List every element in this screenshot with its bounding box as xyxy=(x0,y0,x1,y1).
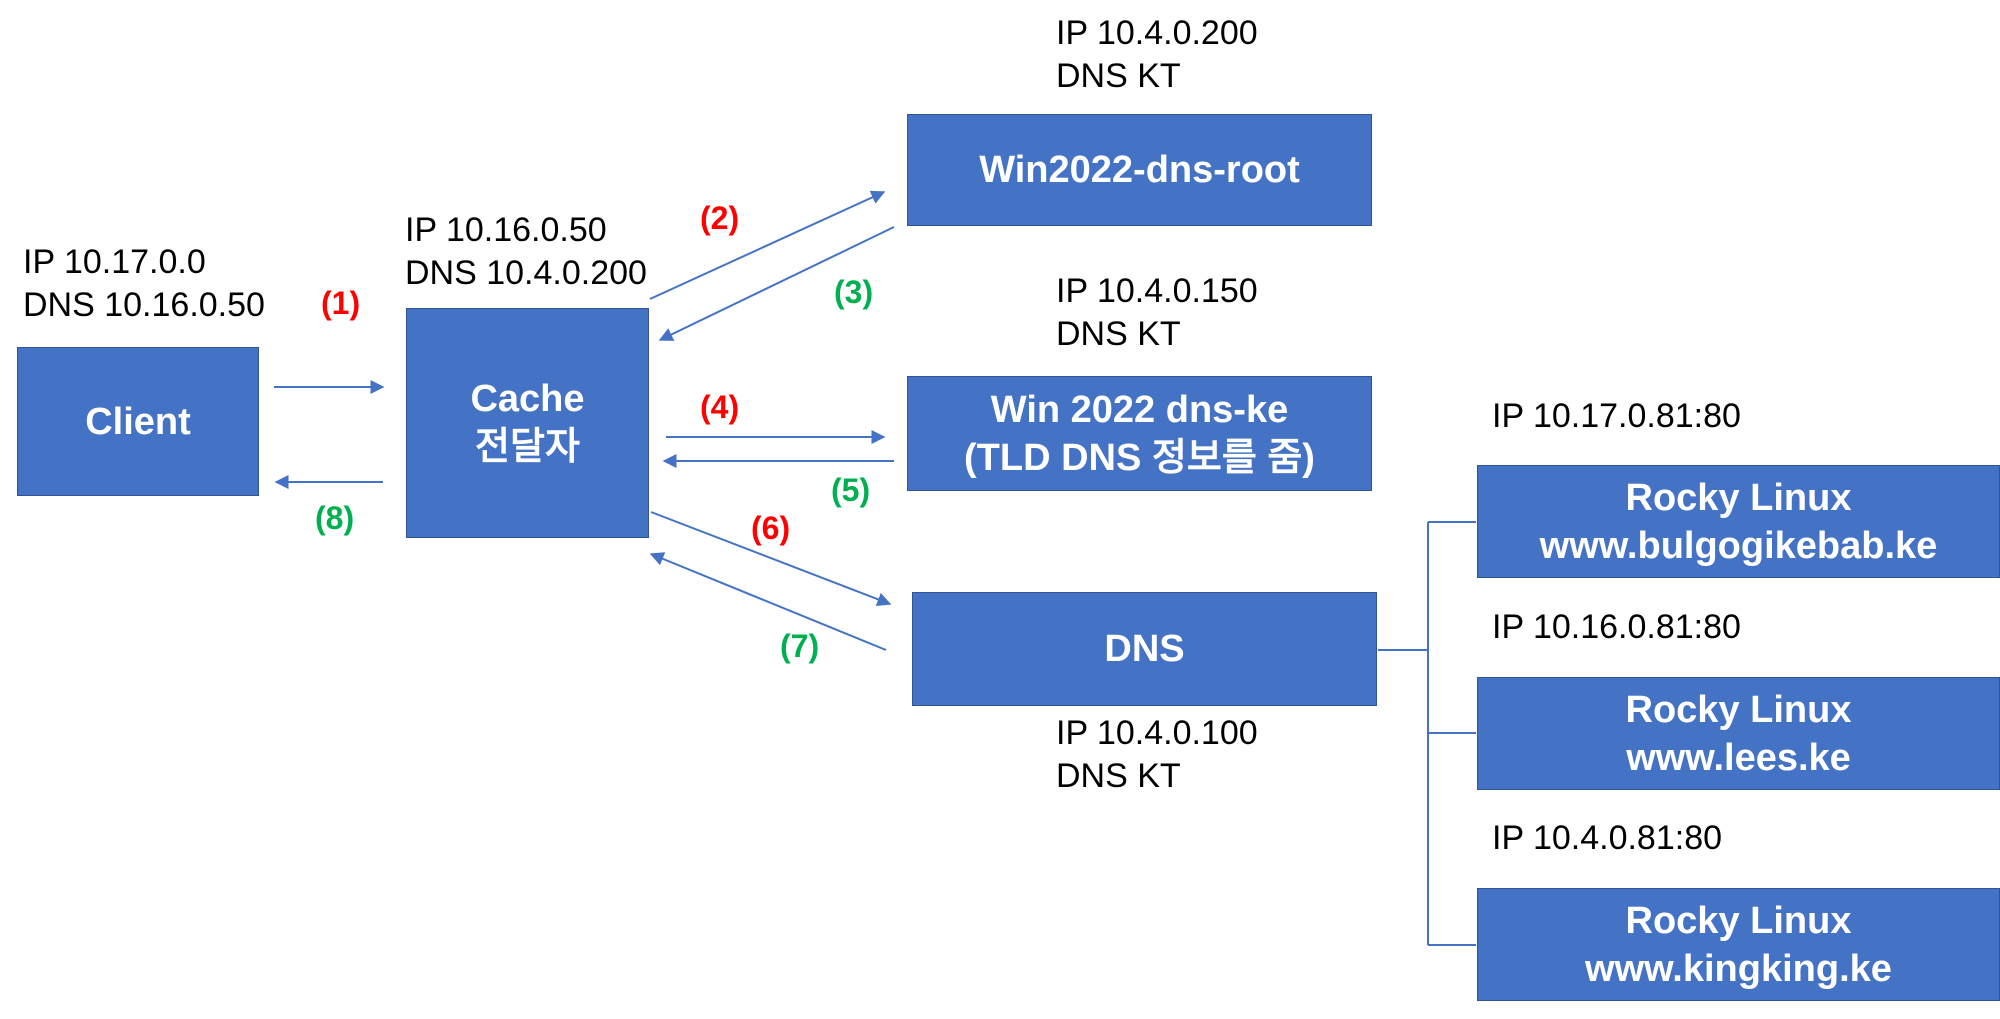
client-ip: IP 10.17.0.0 xyxy=(23,243,206,281)
server-3-name: Rocky Linux xyxy=(1625,899,1852,942)
step-7-label: (7) xyxy=(780,628,820,664)
cache-ip: IP 10.16.0.50 xyxy=(405,211,607,249)
authoritative-dns-box: DNS xyxy=(912,592,1377,706)
client-label: Client xyxy=(85,400,191,443)
root-ip: IP 10.4.0.200 xyxy=(1056,14,1258,52)
server-2-name: Rocky Linux xyxy=(1625,688,1852,731)
server-3-domain: www.kingking.ke xyxy=(1585,947,1892,990)
step-5-label: (5) xyxy=(831,472,871,508)
root-dns-label: Win2022-dns-root xyxy=(979,149,1300,191)
tld-dns-note: (TLD DNS 정보를 줌) xyxy=(964,436,1315,479)
cache-label: Cache xyxy=(470,378,585,420)
step-4-label: (4) xyxy=(700,389,740,425)
auth-ip: IP 10.4.0.100 xyxy=(1056,714,1258,752)
client-box: Client xyxy=(17,347,259,496)
arrow-2 xyxy=(649,190,886,300)
arrow-7 xyxy=(649,552,887,651)
tld-dns: DNS KT xyxy=(1056,315,1181,353)
auth-dns: DNS KT xyxy=(1056,757,1181,795)
server-2-domain: www.lees.ke xyxy=(1626,736,1851,779)
server-1-box: Rocky Linux www.bulgogikebab.ke xyxy=(1477,465,2000,578)
tld-ip: IP 10.4.0.150 xyxy=(1056,272,1258,310)
root-dns-box: Win2022-dns-root xyxy=(907,114,1372,226)
server-2-ip: IP 10.16.0.81:80 xyxy=(1492,608,1741,646)
cache-forwarder-label: 전달자 xyxy=(475,426,580,468)
arrow-6 xyxy=(650,511,892,607)
server-3-box: Rocky Linux www.kingking.ke xyxy=(1477,888,2000,1001)
step-2-label: (2) xyxy=(700,200,740,236)
step-6-label: (6) xyxy=(751,510,791,546)
dns-server-connector xyxy=(1378,521,1476,946)
arrow-3 xyxy=(658,226,895,341)
step-3-label: (3) xyxy=(834,274,874,310)
client-dns: DNS 10.16.0.50 xyxy=(23,286,265,324)
tld-dns-box: Win 2022 dns-ke (TLD DNS 정보를 줌) xyxy=(907,376,1372,491)
server-1-ip: IP 10.17.0.81:80 xyxy=(1492,397,1741,435)
cache-dns: DNS 10.4.0.200 xyxy=(405,254,647,292)
step-8-label: (8) xyxy=(315,500,355,536)
tld-dns-label: Win 2022 dns-ke xyxy=(990,388,1289,431)
server-2-box: Rocky Linux www.lees.ke xyxy=(1477,677,2000,790)
cache-forwarder-box: Cache 전달자 xyxy=(406,308,649,538)
step-1-label: (1) xyxy=(321,285,361,321)
server-1-domain: www.bulgogikebab.ke xyxy=(1539,524,1938,567)
server-1-name: Rocky Linux xyxy=(1625,476,1852,519)
root-dns: DNS KT xyxy=(1056,57,1181,95)
authoritative-dns-label: DNS xyxy=(1104,628,1185,670)
server-3-ip: IP 10.4.0.81:80 xyxy=(1492,819,1723,857)
